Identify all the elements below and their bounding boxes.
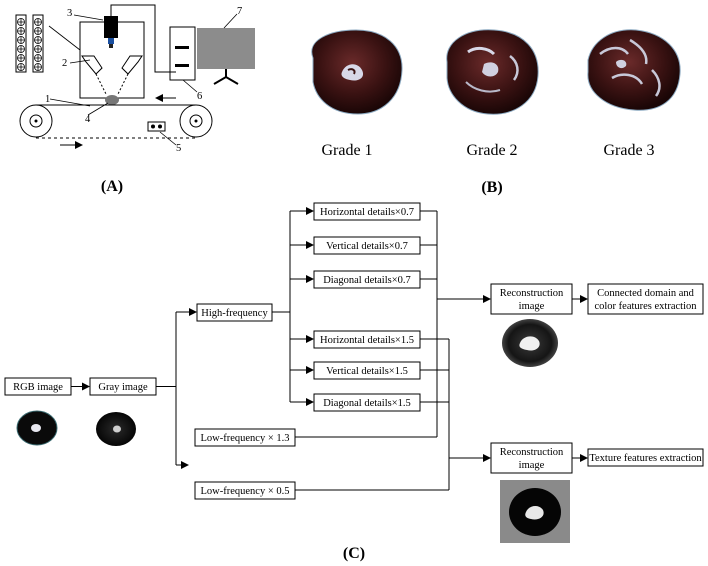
text-connected-line1: Connected domain and	[597, 288, 695, 299]
apparatus-schematic: 1 2 3 4 5 6 7	[15, 4, 255, 154]
callout-5: 5	[176, 143, 181, 154]
light-fixtures	[81, 55, 143, 95]
box-reconstruction-2	[490, 442, 573, 474]
grade-1-label: Grade 1	[321, 142, 372, 159]
text-horizontal-15: Horizontal details×1.5	[320, 335, 414, 346]
panel-b-label: (B)	[481, 179, 502, 196]
grade-2-label: Grade 2	[466, 142, 517, 159]
text-recon1-line2: image	[519, 301, 545, 312]
text-rgb-image: RGB image	[13, 382, 63, 393]
text-vertical-07: Vertical details×0.7	[326, 241, 408, 252]
light-panel-left	[15, 14, 44, 73]
box-connected-domain	[587, 283, 704, 315]
callout-2: 2	[62, 58, 67, 69]
grade-3-label: Grade 3	[603, 142, 654, 159]
date-grade-3	[587, 29, 681, 111]
thumbnail-reconstruction-1	[502, 319, 558, 367]
grade-images	[311, 29, 681, 115]
box-texture-features	[587, 448, 704, 467]
monitor	[197, 28, 255, 69]
text-diagonal-15: Diagonal details×1.5	[323, 398, 411, 409]
text-connected-line2: color features extraction	[594, 301, 697, 312]
text-horizontal-07: Horizontal details×0.7	[320, 207, 414, 218]
text-diagonal-07: Diagonal details×0.7	[323, 275, 411, 286]
thumbnail-rgb	[16, 410, 58, 446]
thumbnail-reconstruction-2	[500, 480, 570, 543]
callout-7: 7	[237, 6, 242, 17]
computer-tower	[169, 26, 196, 81]
date-grade-1	[311, 29, 403, 115]
callout-4: 4	[85, 114, 91, 125]
thumbnail-gray	[96, 412, 136, 446]
flowchart	[4, 202, 704, 500]
text-texture-features: Texture features extraction	[589, 453, 702, 464]
box-reconstruction-1	[490, 283, 573, 315]
conveyor-belt	[19, 94, 213, 149]
text-recon1-line1: Reconstruction	[500, 288, 564, 299]
panel-a-label: (A)	[101, 178, 123, 195]
callout-6: 6	[197, 91, 202, 102]
callout-1: 1	[45, 94, 50, 105]
text-vertical-15: Vertical details×1.5	[326, 366, 408, 377]
text-recon2-line2: image	[519, 460, 545, 471]
text-low-frequency-13: Low-frequency × 1.3	[200, 433, 289, 444]
text-low-frequency-05: Low-frequency × 0.5	[200, 486, 289, 497]
text-recon2-line1: Reconstruction	[500, 447, 564, 458]
panel-c-label: (C)	[343, 545, 365, 562]
date-grade-2	[446, 29, 539, 115]
callout-3: 3	[67, 8, 72, 19]
sample	[105, 95, 119, 105]
text-high-frequency: High-frequency	[201, 308, 268, 319]
camera	[104, 16, 118, 38]
text-gray-image: Gray image	[98, 382, 148, 393]
